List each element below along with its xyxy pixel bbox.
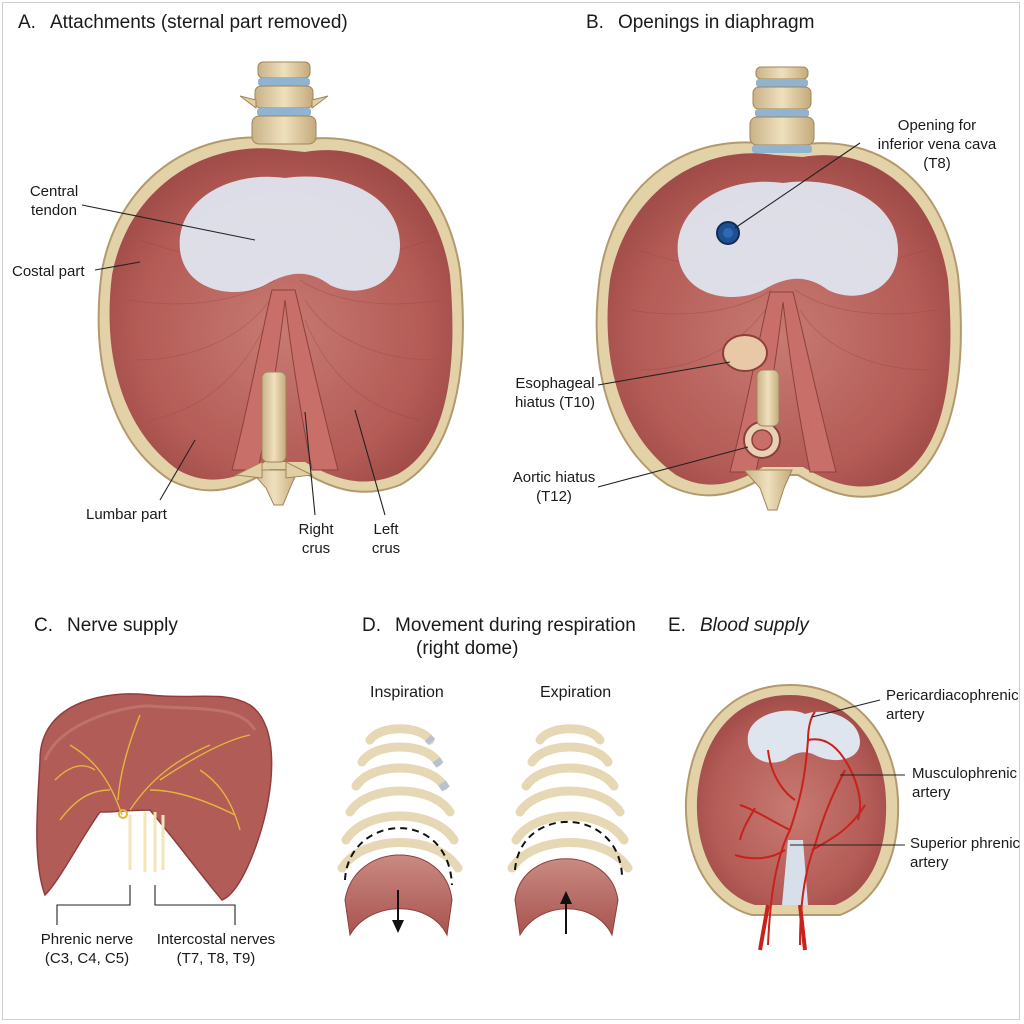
label-ivc-opening: Opening for inferior vena cava (T8) (877, 117, 997, 172)
panel-a-diagram (81, 61, 464, 516)
label-central-tendon: Central tendon (29, 183, 79, 219)
arrow-up (560, 891, 572, 934)
panel-b-title-text: Openings in diaphragm (617, 12, 815, 33)
label-esophageal-hiatus: Esophageal hiatus (T10) (514, 375, 596, 411)
nerve-roots-c (128, 812, 165, 872)
panel-b-diagram (595, 66, 962, 511)
diaphragm-dome-c (36, 693, 273, 901)
aortic-hiatus (743, 421, 781, 459)
panel-d-title-line2: (right dome) (416, 638, 519, 659)
label-lumbar-part: Lumbar part (86, 506, 167, 523)
leader-lines-e (790, 699, 905, 846)
panel-c-title-text: Nerve supply (67, 615, 178, 636)
label-musculophrenic: Musculophrenic artery (912, 765, 1018, 801)
esophageal-hiatus (722, 334, 768, 372)
panel-c-title: C. Nerve supply (34, 615, 178, 637)
costal-cartilage-inspiration (424, 734, 450, 792)
arrow-down (392, 890, 404, 933)
panel-c-letter: C. (34, 615, 53, 636)
label-costal-part: Costal part (12, 263, 85, 280)
panel-e-letter: E. (668, 615, 686, 636)
leader-lines-a (81, 204, 386, 516)
label-aortic-hiatus: Aortic hiatus (T12) (512, 469, 596, 505)
vertebra-upper-b (749, 66, 815, 153)
panel-b-letter: B. (586, 12, 604, 33)
label-left-crus: Left crus (371, 521, 401, 557)
label-pericardiacophrenic: Pericardiacophrenic artery (886, 687, 1019, 723)
vertebra-lower-a (234, 371, 314, 506)
label-superior-phrenic: Superior phrenic artery (910, 835, 1021, 871)
panel-d-title-text: Movement during respiration (395, 615, 636, 636)
label-phrenic-nerve: Phrenic nerve (C3, C4, C5) (40, 931, 134, 967)
nerve-branches (54, 714, 251, 831)
leader-lines-c (56, 885, 236, 925)
panel-e-title-text: Blood supply (699, 615, 809, 636)
central-tendon-e (747, 710, 860, 763)
panel-d-letter: D. (362, 615, 381, 636)
crura-a (231, 289, 339, 471)
leader-lines-b (597, 142, 861, 488)
ribcage-inspiration (337, 724, 463, 873)
panel-a-letter: A. (18, 12, 36, 33)
panel-e-diagram (684, 683, 905, 951)
panel-e-title: E. Blood supply (668, 615, 809, 637)
label-inspiration: Inspiration (370, 684, 444, 701)
central-tendon-a (179, 176, 400, 292)
ribcage-expiration (507, 724, 633, 873)
panel-a-title: A. Attachments (sternal part removed) (18, 12, 348, 34)
panel-d-title: D. Movement during respiration (362, 615, 636, 637)
vertebra-lower-b (742, 369, 793, 511)
main-arteries-e (758, 904, 807, 951)
label-right-crus: Right crus (298, 521, 334, 557)
panel-b-title: B. Openings in diaphragm (586, 12, 814, 34)
panel-c-diagram (36, 693, 273, 925)
panel-a-title-text: Attachments (sternal part removed) (49, 12, 348, 33)
label-expiration: Expiration (540, 684, 612, 701)
vertebra-upper-a (239, 61, 329, 145)
panel-d-diagram (337, 724, 633, 937)
label-intercostal-nerves: Intercostal nerves (T7, T8, T9) (156, 931, 276, 967)
central-tendon-b (677, 181, 898, 297)
